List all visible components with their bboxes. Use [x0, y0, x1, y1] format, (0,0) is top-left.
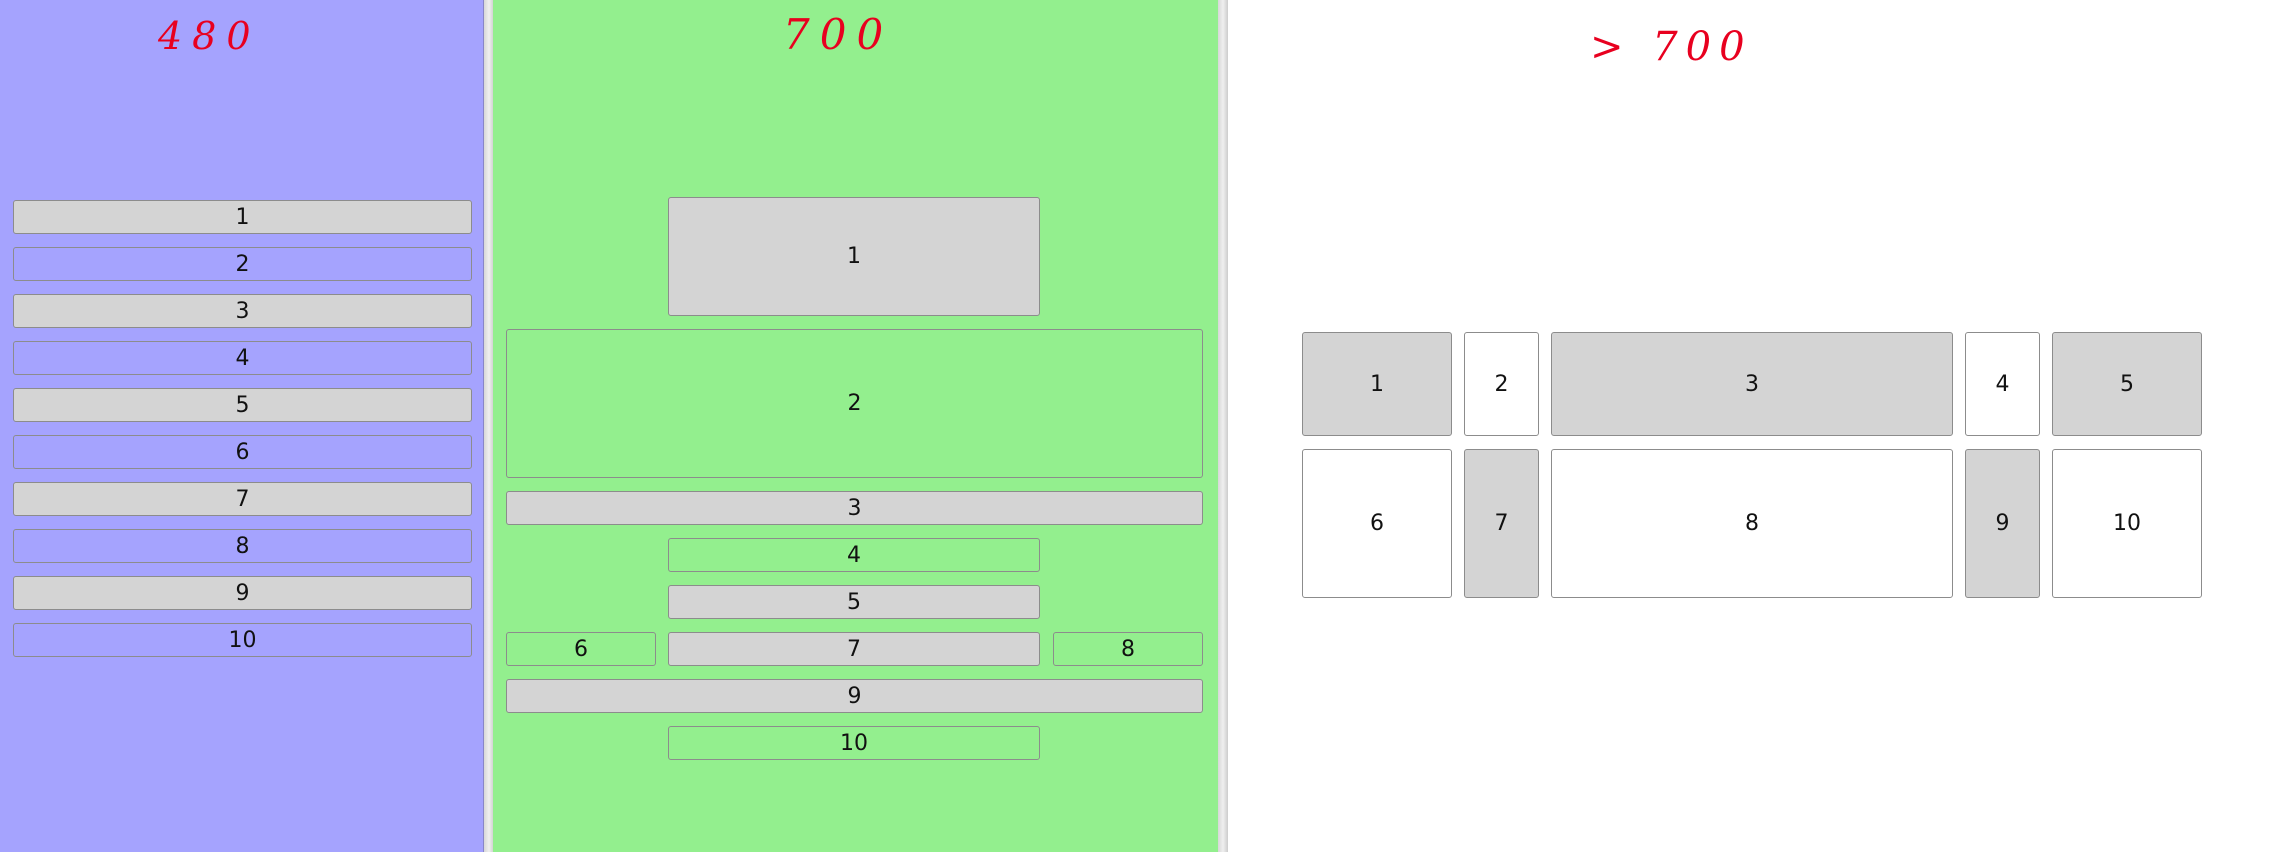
item-10: 10	[668, 726, 1040, 760]
item-5: 5	[668, 585, 1040, 619]
annotation-700: 700	[783, 10, 894, 59]
item-1: 1	[13, 200, 472, 234]
item-6: 6	[506, 632, 656, 666]
item-1: 1	[668, 197, 1040, 316]
annotation-gt700: > 700	[1590, 24, 1753, 70]
item-8: 8	[1053, 632, 1203, 666]
item-5: 5	[2052, 332, 2202, 436]
window-divider[interactable]	[1218, 0, 1228, 852]
item-4: 4	[668, 538, 1040, 572]
item-4: 4	[13, 341, 472, 375]
panel-wide: > 700 1 2 3 4 5 6 7 8 9 10	[1228, 0, 2270, 852]
item-2: 2	[1464, 332, 1539, 436]
item-7: 7	[668, 632, 1040, 666]
item-10: 10	[2052, 449, 2202, 598]
item-9: 9	[13, 576, 472, 610]
item-1: 1	[1302, 332, 1452, 436]
item-6: 6	[1302, 449, 1452, 598]
panel-700: 700 1 2 3 4 5 6 7 8 9 10	[493, 0, 1218, 852]
item-3: 3	[506, 491, 1203, 525]
window-divider[interactable]	[484, 0, 494, 852]
item-3: 3	[1551, 332, 1953, 436]
item-7: 7	[1464, 449, 1539, 598]
item-8: 8	[13, 529, 472, 563]
item-7: 7	[13, 482, 472, 516]
item-2: 2	[506, 329, 1203, 478]
item-2: 2	[13, 247, 472, 281]
item-9: 9	[506, 679, 1203, 713]
item-10: 10	[13, 623, 472, 657]
item-8: 8	[1551, 449, 1953, 598]
item-3: 3	[13, 294, 472, 328]
item-5: 5	[13, 388, 472, 422]
item-4: 4	[1965, 332, 2040, 436]
item-9: 9	[1965, 449, 2040, 598]
panel-480: 480 1 2 3 4 5 6 7 8 9 10	[0, 0, 484, 852]
item-6: 6	[13, 435, 472, 469]
annotation-480: 480	[158, 14, 261, 58]
